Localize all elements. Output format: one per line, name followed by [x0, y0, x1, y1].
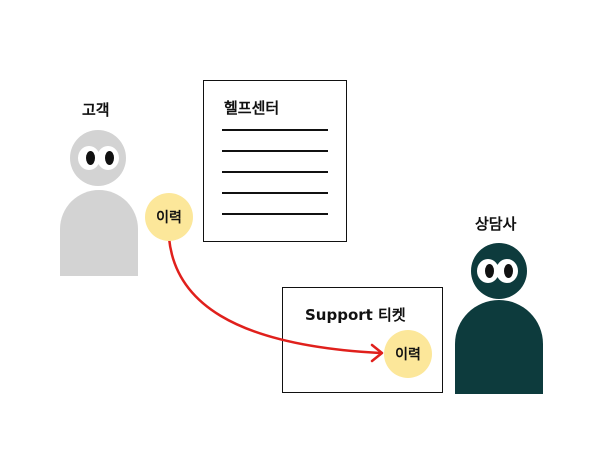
ticket-history-badge-label: 이력	[395, 347, 421, 363]
agent-label: 상담사	[475, 215, 517, 233]
document-line	[222, 171, 328, 173]
document-line	[222, 192, 328, 194]
customer-left-eye	[78, 146, 100, 170]
customer-body	[60, 190, 138, 276]
document-line	[222, 150, 328, 152]
helpcenter-title: 헬프센터	[224, 99, 280, 117]
document-line	[222, 213, 328, 215]
customer-history-badge-label: 이력	[156, 210, 182, 226]
agent-head	[471, 243, 527, 299]
customer-label: 고객	[82, 101, 110, 119]
customer-head	[70, 130, 126, 186]
agent-left-eye	[477, 259, 499, 283]
ticket-title: Support 티켓	[305, 306, 406, 324]
customer-history-badge: 이력	[145, 193, 193, 241]
ticket-history-badge: 이력	[384, 330, 432, 378]
arrow-curve	[167, 237, 381, 355]
agent-figure	[454, 242, 544, 394]
customer-figure	[58, 128, 138, 278]
customer-right-eye	[97, 146, 119, 170]
agent-body	[455, 300, 543, 394]
helpcenter-document: 헬프센터	[203, 80, 347, 242]
document-line	[222, 129, 328, 131]
arrow-head	[370, 343, 384, 363]
agent-right-eye	[496, 259, 518, 283]
